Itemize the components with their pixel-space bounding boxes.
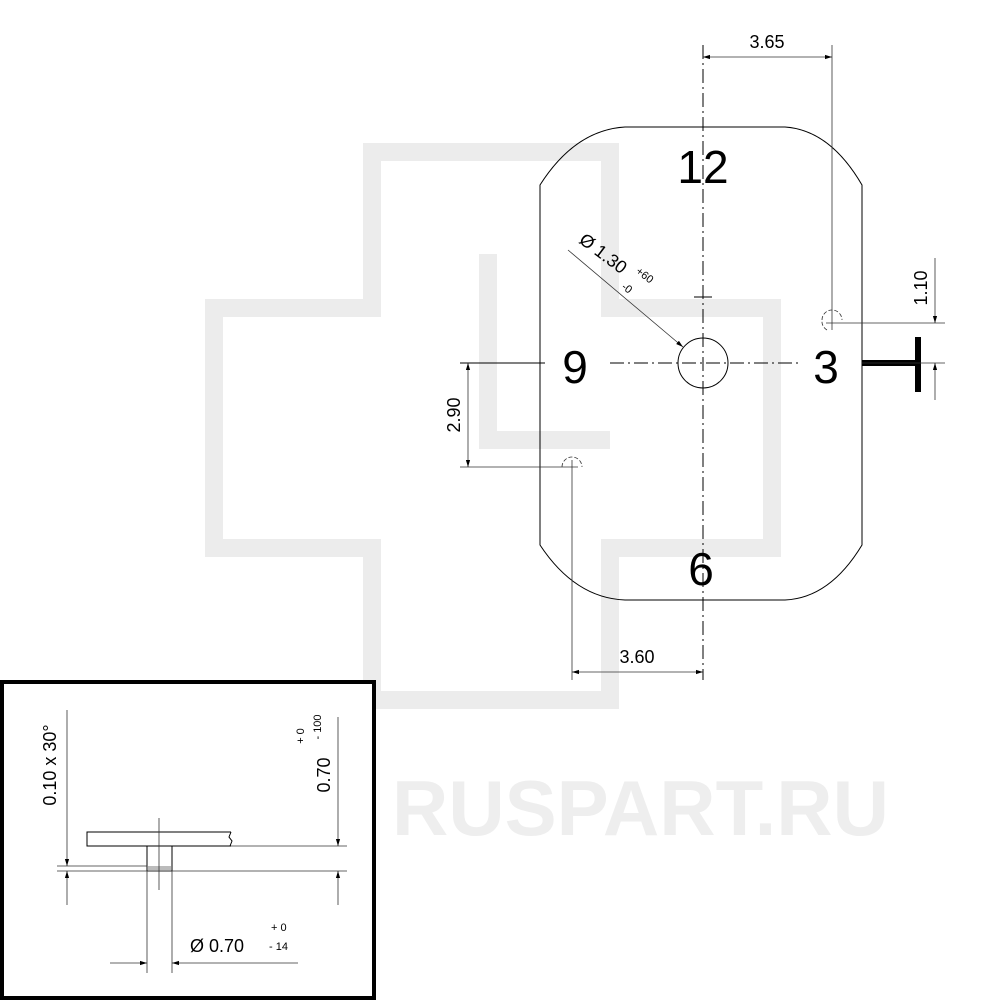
pin-diameter-label: Ø 0.70 — [190, 936, 244, 956]
hole-leader — [567, 249, 684, 348]
foot-marker-right — [821, 45, 945, 331]
chamfer-label: 0.10 x 30° — [40, 724, 60, 805]
section-view-inset: 0.10 x 30° 0.70 + 0 - 100 Ø 0.70 + 0 - 1… — [0, 680, 376, 1000]
hole-tol-upper: +60 — [633, 265, 655, 286]
dial-plate-outline — [539, 126, 863, 601]
dim-left-height: 2.90 — [444, 397, 464, 432]
thickness-tol-lower: - 100 — [312, 714, 324, 739]
dim-top-width: 3.65 — [749, 32, 784, 52]
mark-9: 9 — [562, 341, 588, 393]
watermark-text: RUSPART.RU — [392, 764, 889, 852]
thickness-tol-upper: + 0 — [295, 728, 307, 744]
dim-bottom-width: 3.60 — [619, 647, 654, 667]
hole-tol-lower: -0 — [619, 281, 634, 296]
foot-marker-left — [460, 456, 583, 680]
dim-right-height: 1.10 — [911, 270, 931, 305]
pin-tol-upper: + 0 — [271, 922, 287, 934]
center-hole — [677, 337, 729, 389]
mark-3: 3 — [813, 341, 839, 393]
watermark-cross — [205, 143, 781, 709]
thickness-label: 0.70 — [314, 757, 334, 792]
pin-tol-lower: - 14 — [269, 941, 288, 953]
mark-12: 12 — [677, 141, 728, 193]
mark-6: 6 — [688, 543, 714, 595]
